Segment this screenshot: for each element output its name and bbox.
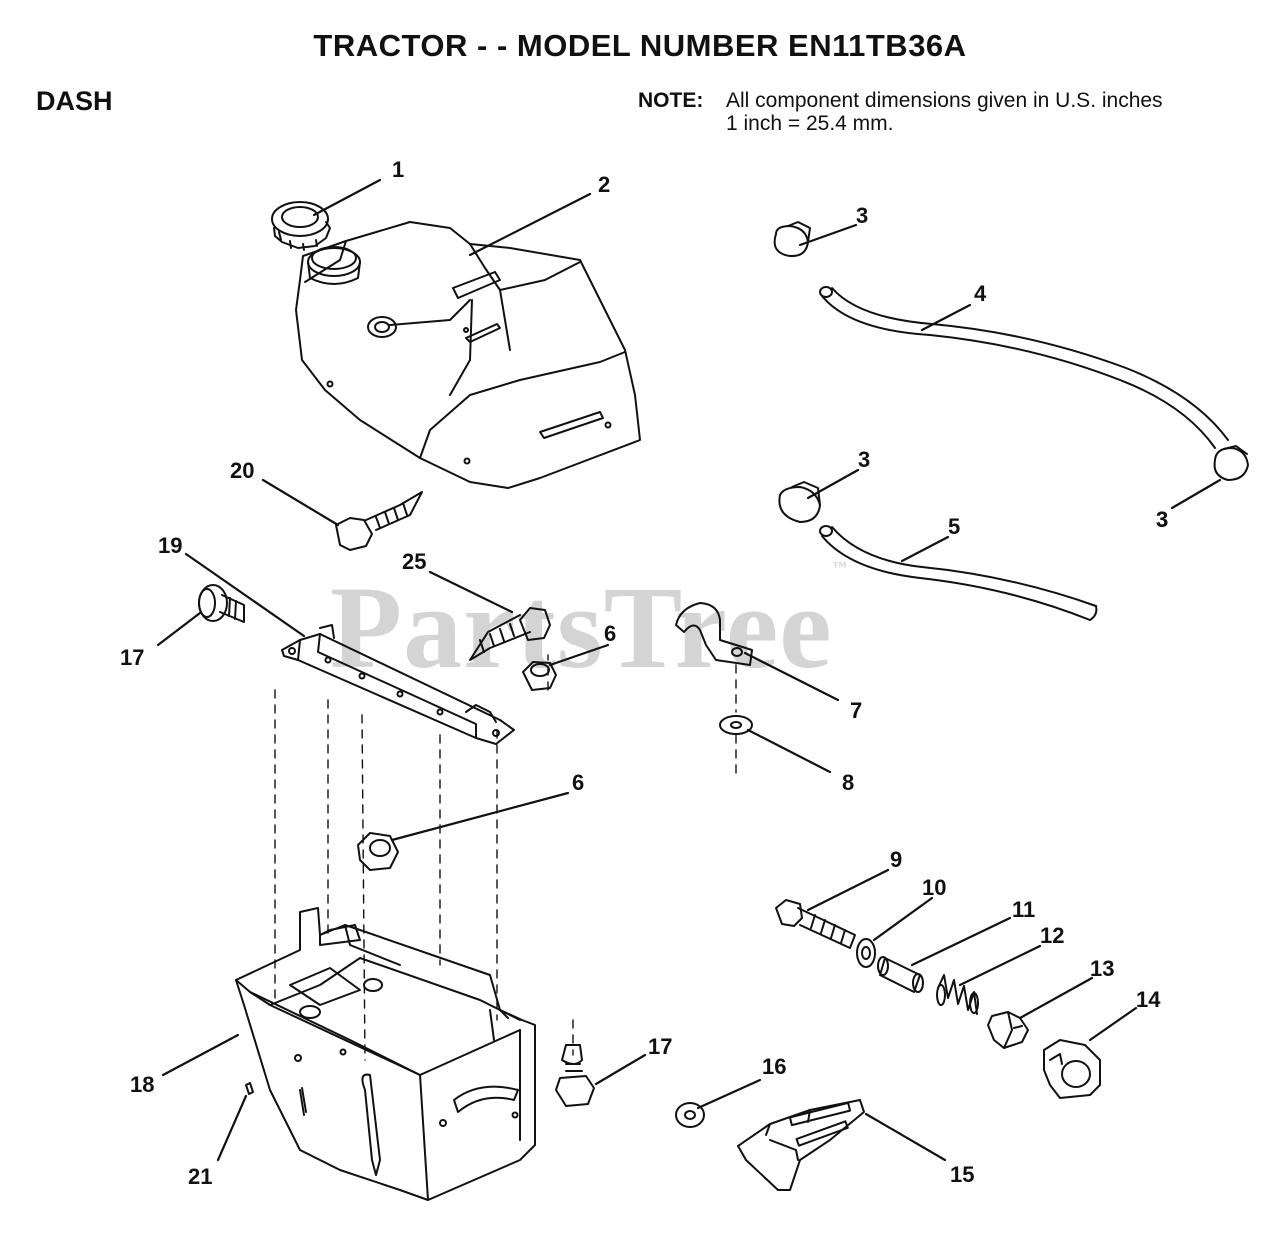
leader-lines — [156, 178, 1222, 1162]
dash-panel-part — [235, 907, 536, 1201]
callout-18: 18 — [130, 1072, 154, 1097]
dash-bracket-part — [281, 624, 515, 745]
callout-7: 7 — [850, 698, 862, 723]
callout-21: 21 — [188, 1164, 212, 1189]
throttle-knob-part — [1043, 1039, 1101, 1099]
note-label: NOTE: — [638, 89, 704, 112]
dimension-note: NOTE: All component dimensions given in U… — [638, 89, 1163, 135]
callout-17b: 17 — [648, 1034, 672, 1059]
callout-9: 9 — [890, 847, 902, 872]
callout-3c: 3 — [1156, 507, 1168, 532]
watermark: PartsTree™ — [330, 560, 848, 693]
callout-20: 20 — [230, 458, 254, 483]
spacer-tube-part — [877, 956, 924, 993]
callout-5: 5 — [948, 514, 960, 539]
lower-fuel-hose-part — [819, 525, 1098, 621]
note-line-2: 1 inch = 25.4 mm. — [726, 112, 894, 135]
callout-8: 8 — [842, 770, 854, 795]
upper-fuel-hose-part — [819, 286, 1229, 449]
tapping-screw-part — [335, 491, 423, 551]
callout-2: 2 — [598, 172, 610, 197]
callout-14: 14 — [1136, 987, 1161, 1012]
callout-4: 4 — [974, 281, 987, 306]
callout-labels: 1 2 3 3 3 3 4 5 6 6 7 8 9 10 11 12 13 14… — [120, 157, 1168, 1189]
washer-part — [719, 715, 753, 735]
callout-10: 10 — [922, 875, 946, 900]
shoulder-bolt-part — [198, 584, 595, 1107]
page-title: TRACTOR - - MODEL NUMBER EN11TB36A — [313, 28, 967, 63]
callout-13: 13 — [1090, 956, 1114, 981]
section-label: DASH — [36, 86, 113, 116]
alignment-lines — [274, 654, 737, 1061]
callout-17a: 17 — [120, 645, 144, 670]
callout-25: 25 — [402, 549, 426, 574]
callout-3-spare: 3 — [1156, 507, 1168, 532]
lever-bracket-part — [987, 1011, 1029, 1049]
callout-3b: 3 — [858, 447, 870, 472]
callout-12: 12 — [1040, 923, 1064, 948]
note-line-1: All component dimensions given in U.S. i… — [726, 89, 1163, 112]
throttle-decal-part — [737, 1099, 865, 1191]
fuel-tank-part — [295, 221, 641, 489]
callout-1: 1 — [392, 157, 404, 182]
hose-clip-part — [675, 602, 753, 666]
spring-part — [936, 974, 979, 1015]
callout-3a: 3 — [856, 203, 868, 228]
flat-washer-part — [856, 938, 876, 968]
nut-part — [357, 661, 557, 871]
lock-washer-part — [675, 1102, 705, 1128]
carriage-bolt-part — [775, 899, 856, 949]
callout-6b: 6 — [572, 770, 584, 795]
callout-11: 11 — [1012, 897, 1035, 922]
small-pin-part — [245, 1082, 254, 1095]
fuel-cap-part — [271, 201, 331, 251]
callout-6a: 6 — [604, 621, 616, 646]
callout-16: 16 — [762, 1054, 786, 1079]
bolt-part — [469, 607, 551, 661]
callout-19: 19 — [158, 533, 182, 558]
callout-15: 15 — [950, 1162, 974, 1187]
